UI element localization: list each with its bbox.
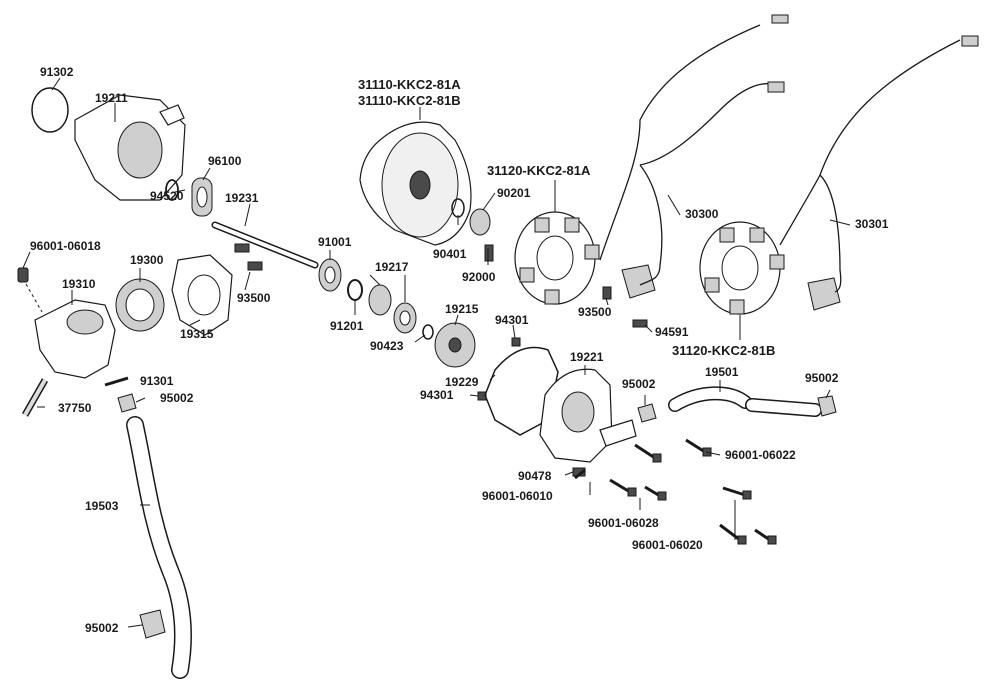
label-91301: 91301 <box>140 374 174 388</box>
label-30300: 30300 <box>685 207 719 221</box>
connector-30300-a <box>771 14 789 24</box>
label-95002-b: 95002 <box>85 621 119 635</box>
leader-lines <box>22 77 851 628</box>
connector-30301-a <box>961 35 979 47</box>
label-19300: 19300 <box>130 253 164 267</box>
label-94301-a: 94301 <box>495 313 529 327</box>
label-90423: 90423 <box>370 339 404 353</box>
label-31110-b: 31110-KKC2-81B <box>358 93 461 108</box>
label-31120-b: 31120-KKC2-81B <box>672 343 775 358</box>
label-31120-a: 31120-KKC2-81A <box>487 163 591 178</box>
pump-body-bore <box>561 391 595 433</box>
label-90201: 90201 <box>497 186 531 200</box>
label-19215: 19215 <box>445 302 479 316</box>
label-93500-b: 93500 <box>578 305 612 319</box>
bolt-96001-06018 <box>17 267 29 283</box>
label-19217: 19217 <box>375 260 409 274</box>
clamp-95002-b <box>139 609 166 639</box>
flywheel-hub <box>409 170 431 200</box>
label-90478: 90478 <box>518 469 552 483</box>
label-94520: 94520 <box>150 189 184 203</box>
seal-19217-a <box>368 284 392 316</box>
pump-cover-spout <box>159 104 185 126</box>
clip-94591 <box>632 319 648 328</box>
o-ring-91302 <box>31 87 69 133</box>
clamp-95002-d <box>817 395 837 417</box>
bearing-91001-hole <box>324 266 336 284</box>
label-94591: 94591 <box>655 325 689 339</box>
label-19221: 19221 <box>570 350 604 364</box>
label-91201: 91201 <box>330 319 364 333</box>
clamp-95002-c <box>637 403 657 423</box>
wire-harness-30301 <box>779 39 961 293</box>
label-19211: 19211 <box>95 91 128 105</box>
clamp-95002-a <box>117 393 137 413</box>
cover-19315-bore <box>187 274 221 316</box>
wire-harness-30300 <box>599 24 776 286</box>
label-91302: 91302 <box>40 65 74 79</box>
screw-92000 <box>484 244 494 262</box>
sensor-37750-inner <box>23 379 47 416</box>
label-96001-06018: 96001-06018 <box>30 239 101 253</box>
label-19315: 19315 <box>180 327 214 341</box>
label-96001-06020: 96001-06020 <box>632 538 703 552</box>
label-37750: 37750 <box>58 401 92 415</box>
label-92000: 92000 <box>462 270 496 284</box>
stator-31120-a <box>514 211 600 305</box>
label-95002-d: 95002 <box>805 371 839 385</box>
stator-31120-b <box>699 221 785 315</box>
bolts-96001-06020 <box>719 486 777 545</box>
housing-19310-port <box>66 309 104 335</box>
seal-91201 <box>347 279 363 301</box>
pin-94301-a <box>511 337 521 347</box>
bearing-96100-hole <box>196 186 208 208</box>
label-19229: 19229 <box>445 375 479 389</box>
label-19503: 19503 <box>85 499 119 513</box>
bolt-93500-a1 <box>234 243 250 253</box>
label-19501: 19501 <box>705 365 739 379</box>
nut-90201 <box>469 208 491 236</box>
label-90401: 90401 <box>433 247 467 261</box>
bolt-leader-dash <box>25 283 43 313</box>
label-95002-c: 95002 <box>622 377 656 391</box>
impeller-hub <box>448 337 462 353</box>
connector-30300-b <box>767 81 785 93</box>
label-30301: 30301 <box>855 217 889 231</box>
shaft-19231-inner <box>213 223 317 267</box>
label-96001-06028: 96001-06028 <box>588 516 659 530</box>
pickup-coil-a <box>621 264 656 299</box>
gasket-19229 <box>484 346 559 436</box>
hose-19501-b-inner <box>746 399 821 416</box>
bolts-96001-06022 <box>685 438 712 457</box>
seal-19217-b-hole <box>399 310 411 326</box>
hose-19503-inner <box>127 417 191 678</box>
hose-19501-inner <box>669 387 751 411</box>
label-31110-a: 31110-KKC2-81A <box>358 77 461 92</box>
label-93500-a: 93500 <box>237 291 271 305</box>
pump-cover-bore <box>117 121 163 179</box>
label-94301-b: 94301 <box>420 388 454 402</box>
washer-90423 <box>422 324 434 340</box>
thermostat-19300-center <box>125 288 155 322</box>
label-19231: 19231 <box>225 191 259 205</box>
label-19310: 19310 <box>62 277 96 291</box>
pump-body-spout <box>599 419 637 447</box>
label-95002-a: 95002 <box>160 391 194 405</box>
bolt-93500-a2 <box>247 261 263 271</box>
label-96001-06010: 96001-06010 <box>482 489 553 503</box>
bolts-96001-06010 <box>574 468 586 480</box>
label-91001: 91001 <box>318 235 352 249</box>
pickup-coil-b <box>807 277 841 311</box>
label-96001-06022: 96001-06022 <box>725 448 796 462</box>
label-96100: 96100 <box>208 154 242 168</box>
bolts-96001-06028 <box>609 443 667 501</box>
screw-93500-b <box>602 286 612 300</box>
circlip-94520 <box>165 179 179 201</box>
